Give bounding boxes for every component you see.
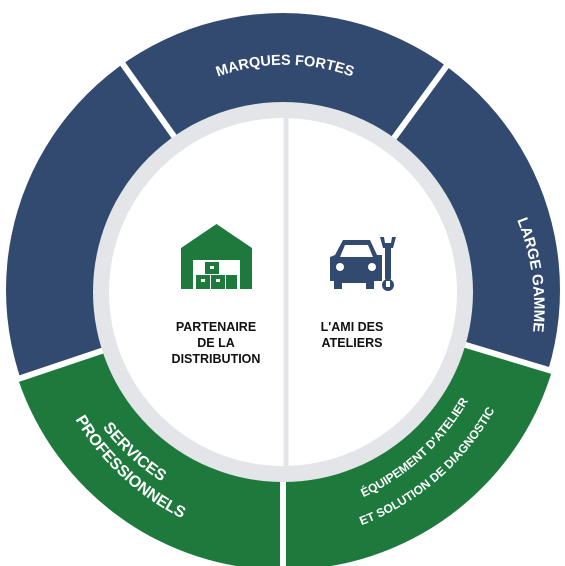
center-left-line1: PARTENAIRE bbox=[176, 320, 256, 334]
center-left-line2: DE LA bbox=[197, 336, 235, 350]
center-right-line1: L'AMI DES bbox=[321, 320, 384, 334]
center-disc bbox=[109, 118, 457, 466]
car-wrench-icon bbox=[330, 237, 396, 291]
center-right-line2: ATELIERS bbox=[322, 336, 383, 350]
center-left-line3: DISTRIBUTION bbox=[172, 352, 261, 366]
warehouse-icon bbox=[181, 224, 252, 289]
